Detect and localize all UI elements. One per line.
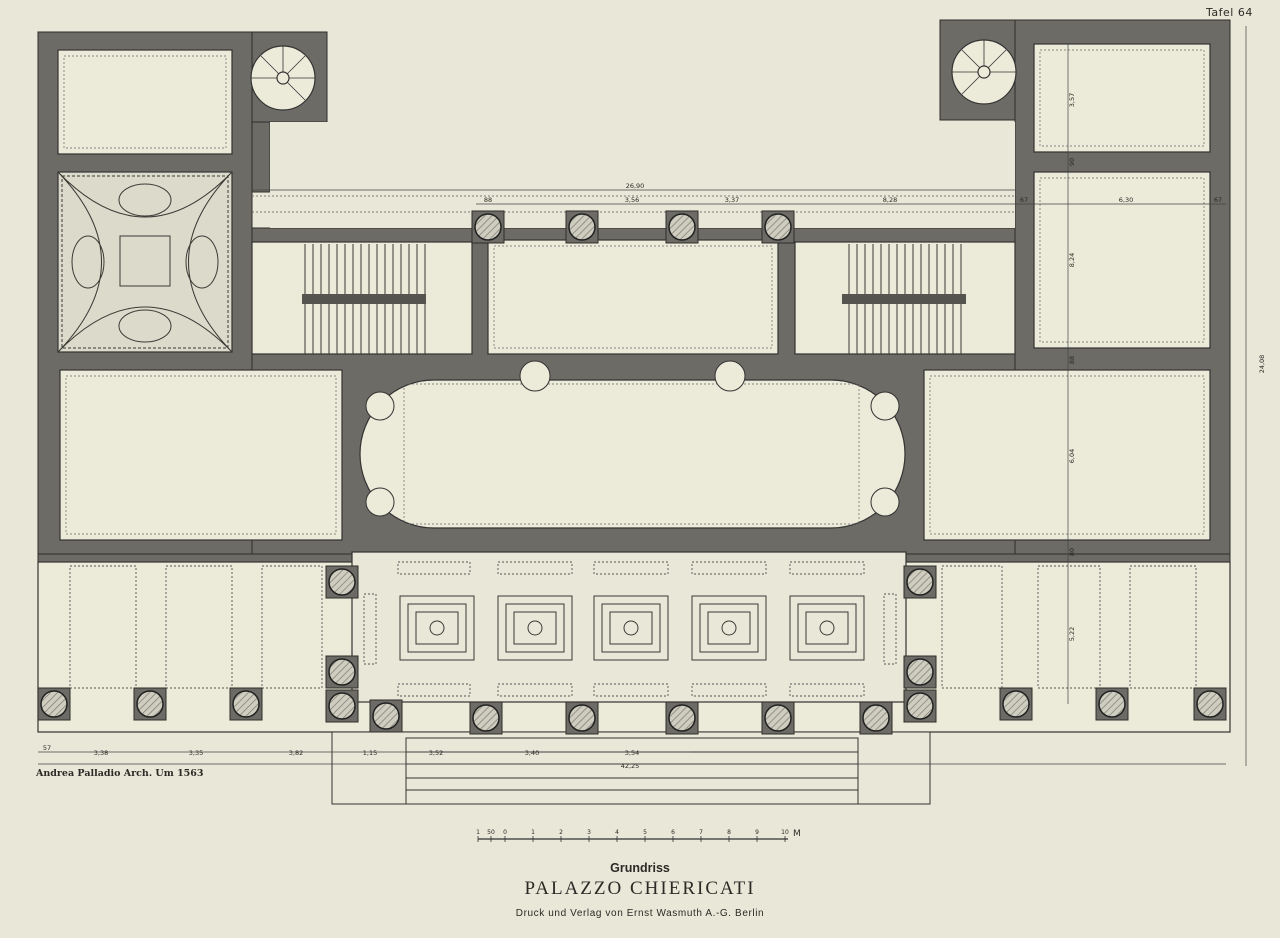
dim-overall-upper: 26,90: [626, 182, 645, 190]
scale-unit: M: [793, 829, 801, 839]
central-portico: [351, 551, 907, 703]
column: [906, 658, 934, 686]
room-decorated-ceiling: [57, 171, 233, 353]
scale-label: 6: [671, 829, 675, 836]
column: [862, 704, 890, 732]
dim-bottom-8: 3,54: [625, 749, 639, 757]
dim-right-7: 5,22: [1068, 627, 1076, 641]
dim-right-5: 6,04: [1068, 449, 1076, 463]
column: [568, 213, 596, 241]
column: [568, 704, 596, 732]
scale-label: 9: [755, 829, 759, 836]
spiral-stair-right: [951, 39, 1017, 105]
dim-right-2: 90: [1068, 158, 1076, 166]
column: [328, 692, 356, 720]
scale-label: 5: [643, 829, 647, 836]
stair-treads-left-upper: [302, 244, 426, 294]
dim-bottom-7: 3,40: [525, 749, 539, 757]
column: [668, 704, 696, 732]
stair-treads-left-lower: [302, 304, 426, 354]
caption-subtitle: Grundriss: [610, 861, 670, 875]
room-w-large: [59, 369, 343, 541]
column: [764, 213, 792, 241]
central-hall: [359, 379, 906, 529]
dim-upper-6: 6,30: [1119, 196, 1133, 204]
dim-bottom-5: 1,15: [363, 749, 377, 757]
spiral-stair-left: [250, 45, 316, 111]
column: [328, 658, 356, 686]
column: [1196, 690, 1224, 718]
scale-label: 7: [699, 829, 703, 836]
rooms: [57, 43, 1211, 541]
dim-upper-3: 3,37: [725, 196, 739, 204]
hall-niches: [365, 360, 900, 517]
ceiling-ornament: [57, 171, 233, 353]
scale-label: 0: [503, 829, 507, 836]
dim-bottom-1: 57: [43, 744, 51, 752]
room-e-large: [923, 369, 1211, 541]
column: [472, 704, 500, 732]
dim-total-depth: 24,08: [1258, 355, 1266, 374]
architect-credit: Andrea Palladio Arch. Um 1563: [36, 768, 204, 779]
dim-upper-7: 67: [1214, 196, 1222, 204]
caption-title: PALAZZO CHIERICATI: [524, 878, 756, 899]
dim-upper-4: 8,28: [883, 196, 897, 204]
scale-label: 8: [727, 829, 731, 836]
scale-label: 10: [781, 829, 789, 836]
column: [1002, 690, 1030, 718]
dim-total-width: 42,25: [621, 762, 640, 770]
dim-upper-2: 3,56: [625, 196, 639, 204]
dim-upper-1: 88: [484, 196, 492, 204]
column: [232, 690, 260, 718]
room-ne: [1033, 43, 1211, 153]
column: [136, 690, 164, 718]
stair-treads-right-upper: [842, 244, 966, 294]
column: [372, 702, 400, 730]
dim-bottom-4: 3,82: [289, 749, 303, 757]
scale-label: 1: [531, 829, 535, 836]
dim-right-4: 88: [1068, 356, 1076, 364]
scale-label: 3: [587, 829, 591, 836]
stair-treads-right-lower: [842, 304, 966, 354]
column: [1098, 690, 1126, 718]
dim-bottom-6: 3,52: [429, 749, 443, 757]
column: [328, 568, 356, 596]
dim-right-3: 8,24: [1068, 253, 1076, 267]
room-e-upper: [1033, 171, 1211, 349]
publisher-line: Druck und Verlag von Ernst Wasmuth A.-G.…: [515, 908, 765, 919]
scale-label: 2: [559, 829, 563, 836]
dim-right-6: 80: [1068, 548, 1076, 556]
dimension-lines: [38, 26, 1247, 766]
room-nw: [57, 49, 233, 155]
loggia: [37, 551, 1231, 733]
columns: [37, 210, 1227, 735]
column: [474, 213, 502, 241]
coffers: [399, 595, 865, 661]
column: [40, 690, 68, 718]
scale-bar: 1 50 0 1 2 3 4 5 6 7 8 9 10 M: [476, 829, 801, 842]
front-steps: [331, 731, 931, 805]
dim-right-1: 3,57: [1068, 93, 1076, 107]
scale-label: 50: [487, 829, 495, 836]
dim-bottom-3: 3,35: [189, 749, 203, 757]
plate-number: Tafel 64: [1206, 6, 1253, 19]
vestibule: [487, 239, 779, 355]
column: [906, 568, 934, 596]
scale-label: 1: [476, 829, 480, 836]
column: [668, 213, 696, 241]
scale-label: 4: [615, 829, 619, 836]
dimension-labels: 26,90 88 3,56 3,37 8,28 67 6,30 67 3,57 …: [43, 93, 1266, 770]
column: [764, 704, 792, 732]
column: [906, 692, 934, 720]
dim-bottom-2: 3,38: [94, 749, 108, 757]
dim-upper-5: 67: [1020, 196, 1028, 204]
